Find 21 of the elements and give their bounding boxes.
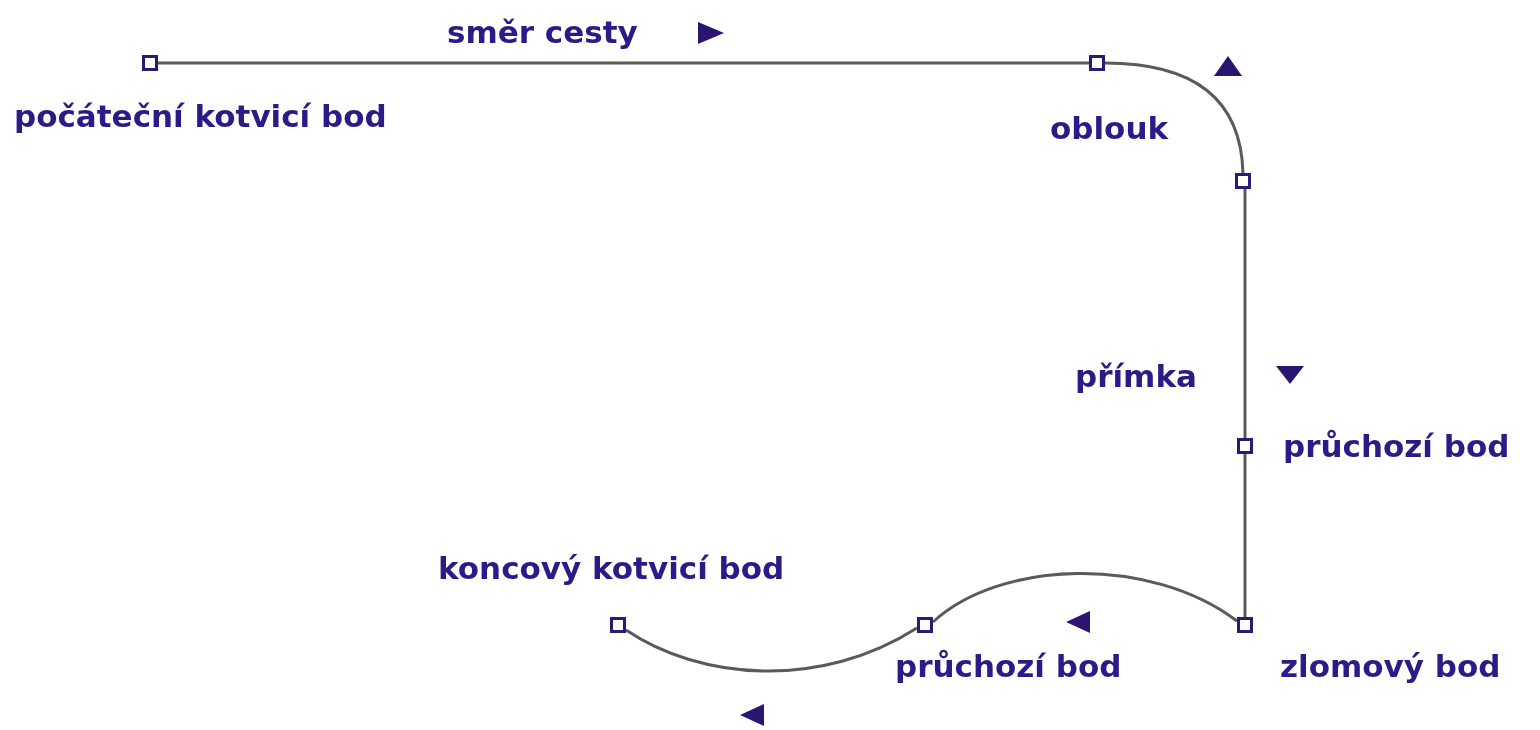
anchor-point <box>142 55 158 71</box>
path-segment <box>625 626 918 673</box>
path-segment <box>1243 454 1247 617</box>
path-segment <box>1243 189 1247 438</box>
point-label: koncový kotvicí bod <box>438 550 785 586</box>
anchor-point <box>610 617 626 633</box>
direction-label: směr cesty <box>447 14 638 50</box>
point-label: zlomový bod <box>1280 648 1501 684</box>
path-segment <box>158 61 1089 65</box>
path-segment <box>932 572 1238 624</box>
anchor-point <box>1089 55 1105 71</box>
anchor-point <box>1235 173 1251 189</box>
anchor-point <box>1237 438 1253 454</box>
anchor-point <box>1237 617 1253 633</box>
point-label: počáteční kotvicí bod <box>14 98 387 134</box>
point-label: průchozí bod <box>895 648 1122 684</box>
point-label: průchozí bod <box>1283 428 1510 464</box>
edge-label: oblouk <box>1050 110 1169 146</box>
edge-label: přímka <box>1075 358 1197 394</box>
path-segment <box>1104 61 1245 174</box>
anchor-point <box>917 617 933 633</box>
